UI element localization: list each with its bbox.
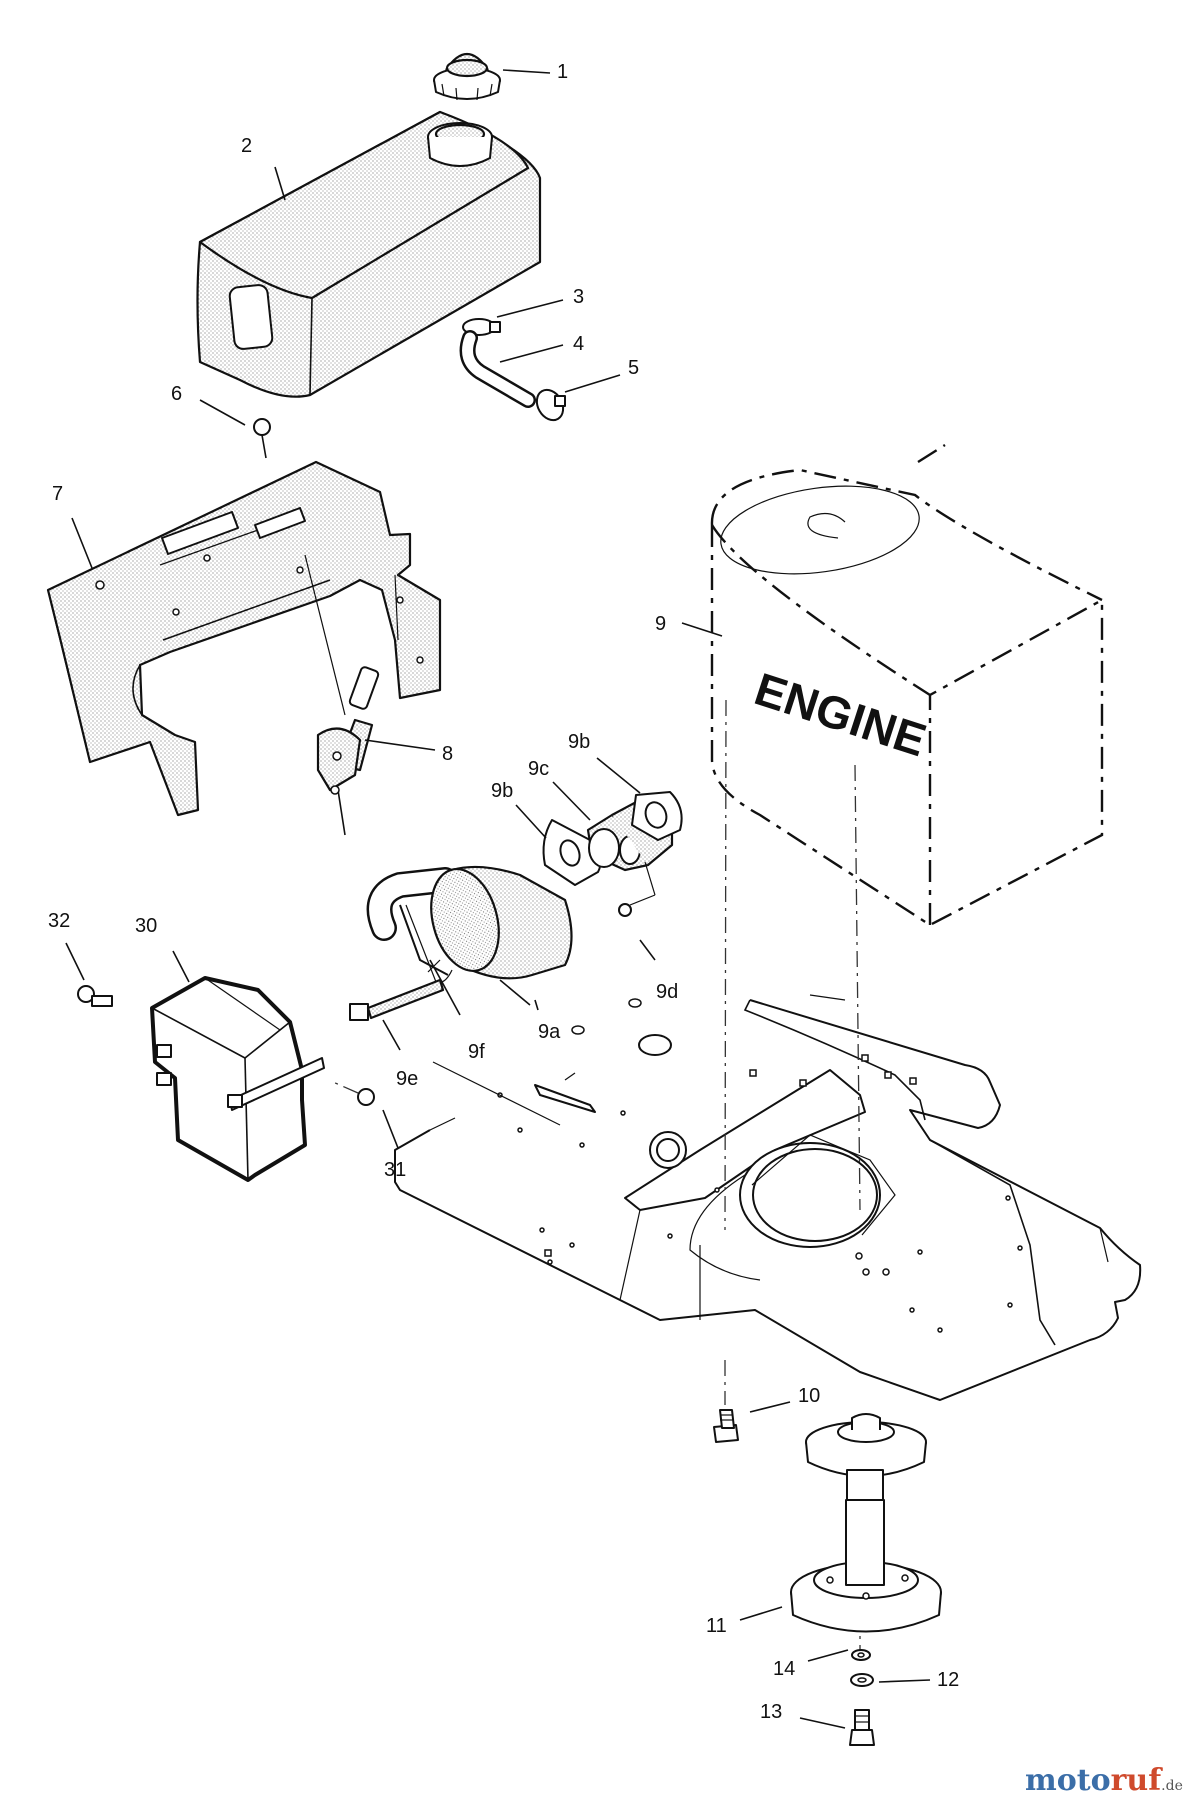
screw-31: [332, 1081, 375, 1106]
heat-shield: [150, 976, 325, 1182]
callout-14: 14: [773, 1658, 795, 1680]
callout-32: 32: [48, 910, 70, 932]
callout-6: 6: [171, 383, 182, 405]
assembly-center-lines: [432, 699, 861, 1665]
svg-text:motoruf.de: motoruf.de: [1025, 1763, 1183, 1798]
watermark-logo: motoruf.de: [1025, 1763, 1183, 1798]
callout-9b-right: 9b: [568, 731, 590, 753]
muffler-screw: [618, 861, 656, 917]
screw-32: [77, 985, 113, 1007]
muffler-bolt: [349, 959, 445, 1021]
callout-1: 1: [557, 61, 568, 83]
fuel-tank: [196, 110, 542, 398]
callout-4: 4: [573, 333, 584, 355]
callout-5: 5: [628, 357, 639, 379]
gasket-right: [631, 791, 683, 841]
fuel-line-hose: [459, 330, 536, 408]
callout-9: 9: [655, 613, 666, 635]
watermark-part1: moto: [1025, 1763, 1111, 1798]
watermark-part2: ruf: [1111, 1763, 1164, 1798]
bolt-13: [849, 1709, 875, 1746]
callout-3: 3: [573, 286, 584, 308]
callout-9b-left: 9b: [491, 780, 513, 802]
callout-7: 7: [52, 483, 63, 505]
leader-lines: [65, 69, 931, 1729]
exhaust-pipe: [366, 867, 458, 941]
throttle-control: [304, 554, 380, 836]
callout-8: 8: [442, 743, 453, 765]
watermark-suffix: .de: [1161, 1778, 1183, 1794]
callout-31: 31: [384, 1159, 406, 1181]
callout-12: 12: [937, 1669, 959, 1691]
bolt-10: [713, 1409, 739, 1443]
callout-9f: 9f: [468, 1041, 485, 1063]
callout-10: 10: [798, 1385, 820, 1407]
washer-14: [851, 1649, 871, 1661]
engine-block: ENGINE: [710, 443, 1104, 927]
callout-labels: 1 2 3 4 5 6 7 8 9 9a 9b 9b 9c 9d 9e 9f 1…: [48, 61, 959, 1723]
washer-12: [850, 1673, 874, 1687]
pulley: [790, 1413, 942, 1633]
gasket-left: [542, 819, 602, 886]
screw-6: [253, 418, 271, 459]
mower-frame: [394, 994, 1142, 1401]
fuel-line-clamp-lower: [535, 388, 566, 422]
callout-9a: 9a: [538, 1021, 561, 1043]
fuel-cap: [433, 53, 501, 101]
callout-9e: 9e: [396, 1068, 418, 1090]
callout-9d: 9d: [656, 981, 678, 1003]
callout-11: 11: [706, 1615, 727, 1637]
callout-9c: 9c: [528, 758, 549, 780]
callout-13: 13: [760, 1701, 782, 1723]
callout-30: 30: [135, 915, 157, 937]
callout-2: 2: [241, 135, 252, 157]
mounting-bracket: [46, 460, 442, 817]
